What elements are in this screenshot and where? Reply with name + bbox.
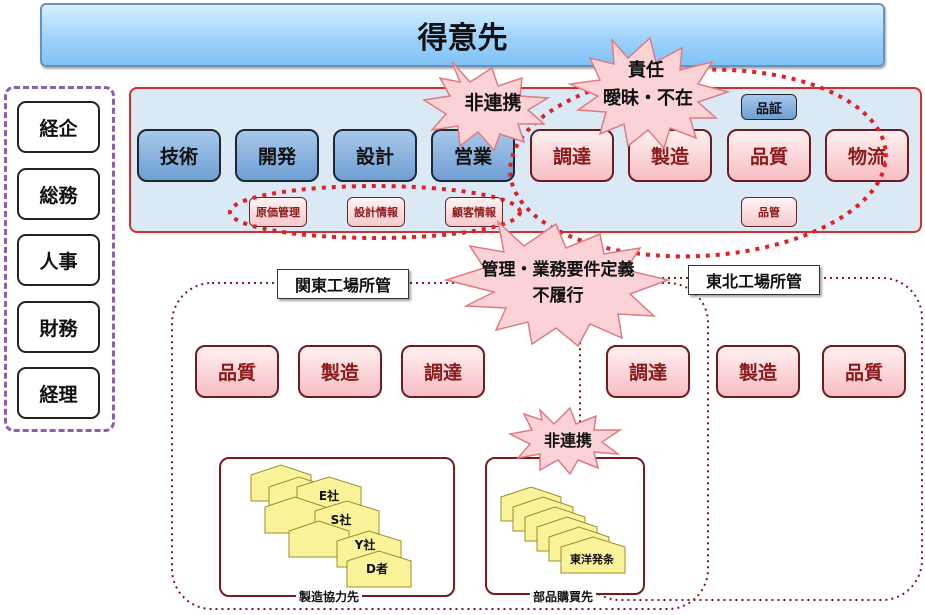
non-link-callout-top: 非連携 (448, 88, 538, 114)
quality-assurance-button[interactable]: 品証 (741, 94, 797, 120)
customer-title-bar: 得意先 (40, 3, 885, 67)
tohoku-dept-hinshitsu[interactable]: 品質 (822, 345, 906, 398)
tohoku-plant-label: 東北工場所管 (688, 265, 820, 295)
company-name: 東洋発条 (570, 553, 614, 566)
company-y: Y社 (345, 536, 385, 552)
dept-label: 設計 (355, 146, 394, 168)
dept-label: 総務 (39, 184, 78, 207)
callout-text: 責任 (628, 60, 664, 81)
customer-info-button[interactable]: 顧客情報 (445, 197, 503, 227)
dept-sekkei[interactable]: 設計 (333, 129, 417, 182)
tohoku-dept-seizo[interactable]: 製造 (716, 345, 800, 398)
dept-keiri[interactable]: 経理 (17, 367, 100, 419)
requirements-callout-line2: 不履行 (508, 282, 608, 306)
callout-text: 曖昧・不在 (603, 88, 693, 109)
responsibility-burst (567, 36, 731, 150)
dept-label: 人事 (39, 250, 78, 273)
requirements-callout-line1: 管理・業務要件定義 (458, 256, 658, 280)
non-link-burst-bottom (507, 406, 623, 476)
dept-kaihatsu[interactable]: 開発 (235, 129, 319, 182)
company-toyo-hatsujo: 東洋発条 (563, 551, 621, 567)
dept-label: 物流 (847, 146, 886, 168)
dept-label: 品質 (217, 362, 256, 384)
dept-soumu[interactable]: 総務 (17, 168, 100, 220)
callout-text: 不履行 (532, 285, 584, 306)
requirements-burst (443, 219, 671, 348)
dept-label: 品質 (749, 146, 788, 168)
plant-label-text: 東北工場所管 (705, 272, 802, 291)
company-name: S社 (330, 512, 352, 527)
button-label: 原価管理 (256, 206, 300, 219)
dept-label: 財務 (39, 317, 78, 340)
company-s: S社 (321, 511, 361, 527)
manufacturing-partners-caption: 製造協力先 (296, 588, 363, 605)
page-title: 得意先 (417, 21, 508, 56)
manufacturing-partner-houses (250, 464, 412, 588)
caption-text: 部品購買先 (533, 590, 594, 604)
dept-butsuryu[interactable]: 物流 (825, 129, 909, 182)
kanto-plant-region (171, 282, 709, 610)
tohoku-dept-chotatsu[interactable]: 調達 (606, 345, 690, 398)
kanto-dept-chotatsu[interactable]: 調達 (401, 345, 485, 398)
dept-label: 製造 (650, 146, 689, 168)
responsibility-callout-line2: 曖昧・不在 (578, 86, 718, 109)
staff-department-group (4, 86, 115, 432)
company-d: D者 (357, 560, 397, 576)
dept-keiki[interactable]: 経企 (17, 101, 100, 153)
company-name: D者 (366, 561, 388, 576)
dept-gijutsu[interactable]: 技術 (137, 129, 221, 182)
responsibility-callout-line1: 責任 (586, 58, 706, 81)
dept-label: 調達 (628, 362, 667, 384)
dept-label: 営業 (453, 146, 492, 168)
company-e: E社 (309, 487, 349, 503)
dept-chotatsu[interactable]: 調達 (530, 129, 614, 182)
kanto-plant-label: 関東工場所管 (277, 269, 409, 299)
dept-label: 品質 (844, 362, 883, 384)
parts-suppliers-caption: 部品購買先 (530, 588, 597, 605)
plant-label-text: 関東工場所管 (294, 276, 391, 295)
callout-text: 管理・業務要件定義 (481, 259, 635, 280)
dept-label: 経理 (39, 383, 78, 406)
dept-label: 技術 (159, 146, 198, 168)
button-label: 品管 (758, 206, 780, 219)
supplier-house-shape (560, 536, 626, 574)
dept-hinshitsu[interactable]: 品質 (727, 129, 811, 182)
dept-zaimu[interactable]: 財務 (17, 301, 100, 353)
button-label: 顧客情報 (452, 206, 496, 219)
info-silo-ellipse (228, 184, 522, 240)
company-name: Y社 (354, 537, 376, 552)
quality-control-button[interactable]: 品管 (741, 197, 797, 227)
dept-label: 調達 (423, 362, 462, 384)
button-label: 設計情報 (354, 206, 398, 219)
company-name: E社 (318, 488, 340, 503)
dept-label: 製造 (738, 362, 777, 384)
dept-jinji[interactable]: 人事 (17, 234, 100, 286)
non-link-callout-bottom: 非連携 (528, 428, 608, 450)
callout-text: 非連携 (543, 431, 592, 450)
kanto-dept-seizo[interactable]: 製造 (298, 345, 382, 398)
dept-label: 製造 (320, 362, 359, 384)
dept-label: 経企 (39, 117, 78, 140)
design-info-button[interactable]: 設計情報 (347, 197, 405, 227)
cost-management-button[interactable]: 原価管理 (249, 197, 307, 227)
non-link-burst-top (421, 61, 551, 152)
caption-text: 製造協力先 (299, 590, 360, 604)
button-label: 品証 (755, 101, 782, 117)
callout-text: 非連携 (464, 91, 522, 114)
dept-label: 開発 (257, 146, 296, 168)
kanto-dept-hinshitsu[interactable]: 品質 (195, 345, 279, 398)
parts-supplier-houses (500, 486, 626, 574)
dept-seizo[interactable]: 製造 (628, 129, 712, 182)
partner-house-shape (346, 550, 412, 588)
dept-label: 調達 (552, 146, 591, 168)
